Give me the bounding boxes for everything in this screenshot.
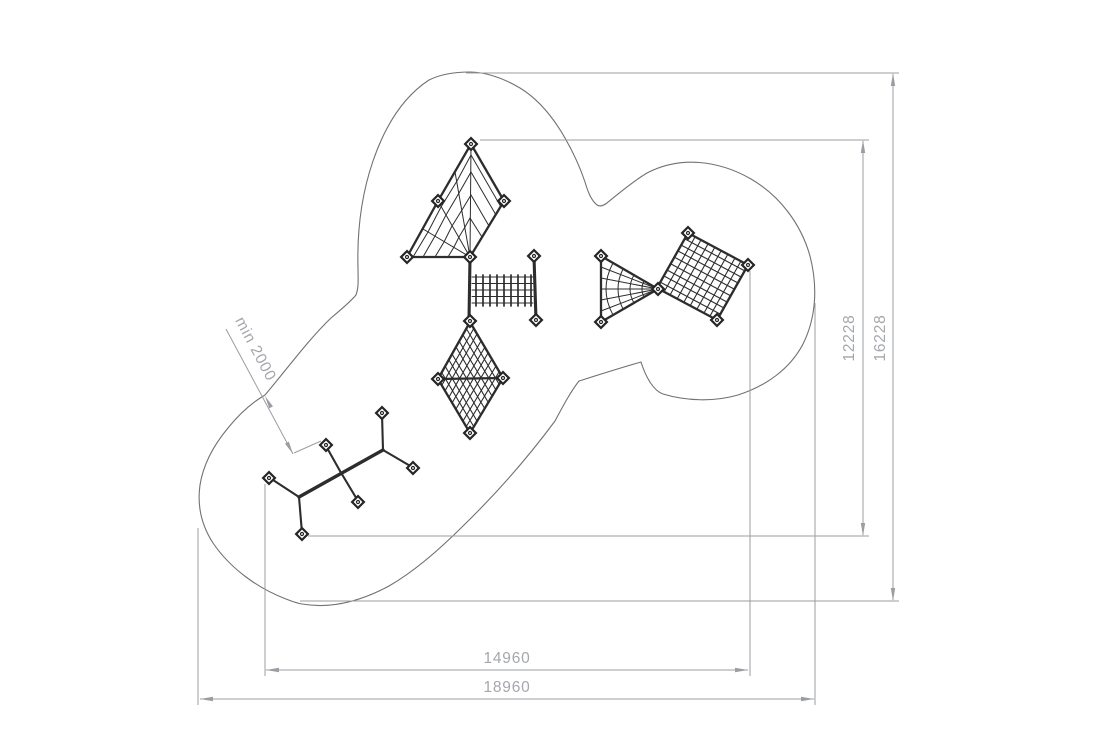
height-outer-dimension-label: 16228 [872, 314, 889, 361]
post-marker [593, 248, 609, 264]
grid-net [655, 231, 750, 322]
post-marker [261, 470, 277, 486]
post-marker [528, 312, 544, 328]
post-marker [650, 281, 666, 297]
balance-rope-structure [268, 412, 414, 535]
fan-net-top [405, 142, 506, 259]
net-bridge [467, 255, 538, 322]
arrowhead [890, 73, 896, 86]
dimension-line-min-clearance [225, 328, 294, 455]
post-marker [593, 314, 609, 330]
width-outer-dimension-label: 18960 [483, 679, 530, 696]
dimension-lines [197, 72, 899, 705]
arrowhead [200, 696, 213, 702]
spider-fan-net [599, 254, 660, 324]
arrowhead [285, 441, 293, 454]
arrowhead [735, 667, 748, 673]
post-marker [318, 437, 334, 453]
min-clearance-dimension-label: min 2000 [231, 314, 279, 384]
post-marker [399, 249, 415, 265]
safety-zone-boundary [198, 71, 816, 607]
diamond-net [436, 320, 505, 435]
equipment-structures [261, 136, 756, 542]
post-marker [405, 460, 421, 476]
dimension-arrowheads [200, 73, 896, 702]
height-inner-dimension-label: 12228 [841, 314, 858, 361]
post-marker [294, 526, 310, 542]
post-marker [350, 494, 366, 510]
post-marker [374, 405, 390, 421]
dimension-labels: 14960 18960 12228 16228 min 2000 [231, 314, 889, 696]
arrowhead [860, 523, 866, 536]
post-marker [430, 371, 446, 387]
post-marker [462, 425, 478, 441]
arrowhead [266, 667, 279, 673]
post-marker [495, 370, 511, 386]
width-inner-dimension-label: 14960 [483, 650, 530, 667]
arrowhead [890, 588, 896, 601]
post-marker [462, 249, 478, 265]
arrowhead [265, 396, 273, 409]
arrowhead [801, 696, 814, 702]
post-marker [740, 257, 756, 273]
post-marker [463, 136, 479, 152]
post-markers [261, 136, 756, 542]
post-marker [526, 248, 542, 264]
arrowhead [860, 140, 866, 153]
post-marker [462, 313, 478, 329]
post-marker [680, 225, 696, 241]
min-clearance-connector-line [293, 440, 322, 454]
post-marker [709, 312, 725, 328]
